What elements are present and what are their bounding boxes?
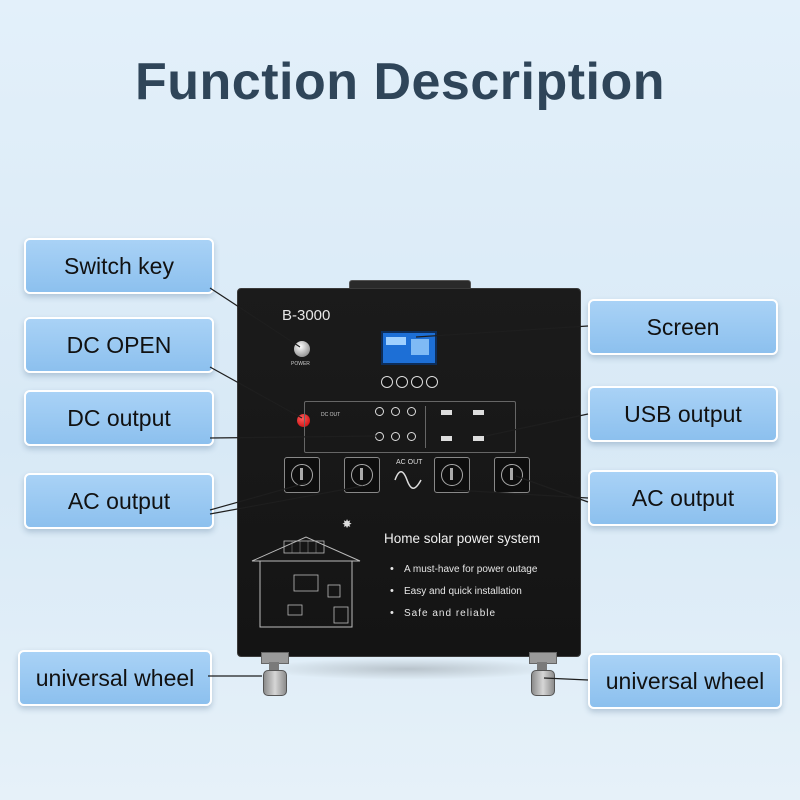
ac-outlet-4 <box>494 457 530 493</box>
dc-port-6 <box>407 432 416 441</box>
usb-port-3 <box>441 436 452 441</box>
usb-port-4 <box>473 436 484 441</box>
dc-out-label: DC OUT <box>321 412 341 418</box>
label-switch-key: Switch key <box>24 238 214 294</box>
panel-divider <box>425 406 426 448</box>
dc-port-4 <box>375 432 384 441</box>
floor-shadow <box>257 658 557 680</box>
ac-outlet-3 <box>434 457 470 493</box>
label-ac-output-left: AC output <box>24 473 214 529</box>
product-headline: Home solar power system <box>384 531 541 546</box>
label-universal-wheel-right: universal wheel <box>588 653 782 709</box>
label-screen: Screen <box>588 299 778 355</box>
control-button-4[interactable] <box>426 376 438 388</box>
wheel-left <box>259 652 289 696</box>
ac-outlet-1 <box>284 457 320 493</box>
control-button-3[interactable] <box>411 376 423 388</box>
page-title: Function Description <box>135 53 665 111</box>
power-station: B-3000 POWER DC OUT AC OUT <box>237 270 581 700</box>
power-switch-label: POWER <box>291 361 310 367</box>
dc-port-1 <box>375 407 384 416</box>
dc-usb-panel: DC OUT <box>304 401 516 453</box>
usb-port-1 <box>441 410 452 415</box>
ac-out-label: AC OUT <box>396 459 423 466</box>
sine-wave-icon <box>394 471 422 489</box>
model-name: B-3000 <box>282 307 331 324</box>
lcd-screen <box>381 331 437 365</box>
label-dc-open: DC OPEN <box>24 317 214 373</box>
feature-bullet: Easy and quick installation <box>390 585 522 597</box>
usb-port-2 <box>473 410 484 415</box>
dc-port-3 <box>407 407 416 416</box>
dc-port-5 <box>391 432 400 441</box>
house-solar-icon <box>251 536 361 628</box>
label-universal-wheel-left: universal wheel <box>18 650 212 706</box>
label-ac-output-right: AC output <box>588 470 778 526</box>
power-switch-button[interactable] <box>294 341 310 357</box>
control-button-1[interactable] <box>381 376 393 388</box>
label-dc-output: DC output <box>24 390 214 446</box>
label-usb-output: USB output <box>588 386 778 442</box>
feature-bullet: A must-have for power outage <box>390 563 537 575</box>
sparkle-icon: ✸ <box>342 517 353 531</box>
control-button-2[interactable] <box>396 376 408 388</box>
ac-outlet-2 <box>344 457 380 493</box>
feature-bullet: Safe and reliable <box>390 607 496 619</box>
wheel-right <box>527 652 557 696</box>
dc-port-2 <box>391 407 400 416</box>
device-case: B-3000 POWER DC OUT AC OUT <box>237 288 581 657</box>
